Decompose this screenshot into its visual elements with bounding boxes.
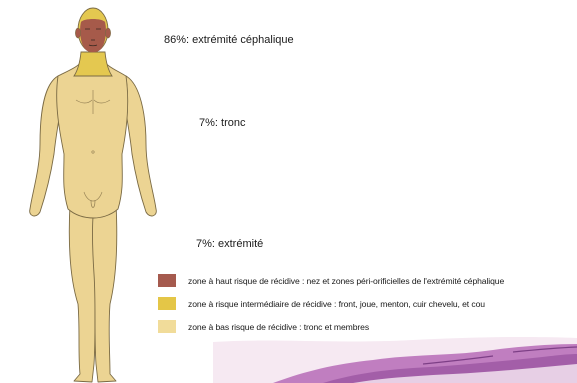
left-ear — [75, 28, 80, 38]
torso — [57, 60, 128, 218]
legend-label-intermediate-risk: zone à risque intermédiaire de récidive … — [188, 299, 485, 309]
right-ear — [105, 28, 110, 38]
risk-legend: zone à haut risque de récidive : nez et … — [158, 274, 577, 343]
right-arm — [124, 76, 156, 216]
limbs-percentage-label: 7%: extrémité — [196, 238, 263, 250]
legend-swatch-low-risk — [158, 320, 176, 333]
head-percentage-label: 86%: extrémité céphalique — [164, 34, 294, 46]
body-figure — [18, 4, 168, 383]
right-leg — [93, 204, 117, 382]
legend-label-high-risk: zone à haut risque de récidive : nez et … — [188, 276, 504, 286]
legend-label-low-risk: zone à bas risque de récidive : tronc et… — [188, 322, 369, 332]
histology-image — [213, 334, 577, 383]
trunk-percentage-label: 7%: tronc — [199, 117, 245, 129]
legend-item-high-risk: zone à haut risque de récidive : nez et … — [158, 274, 577, 287]
legend-swatch-intermediate-risk — [158, 297, 176, 310]
legend-item-intermediate-risk: zone à risque intermédiaire de récidive … — [158, 297, 577, 310]
legend-swatch-high-risk — [158, 274, 176, 287]
neck — [74, 52, 112, 76]
legend-item-low-risk: zone à bas risque de récidive : tronc et… — [158, 320, 577, 333]
face-high-risk-zone — [80, 19, 106, 52]
